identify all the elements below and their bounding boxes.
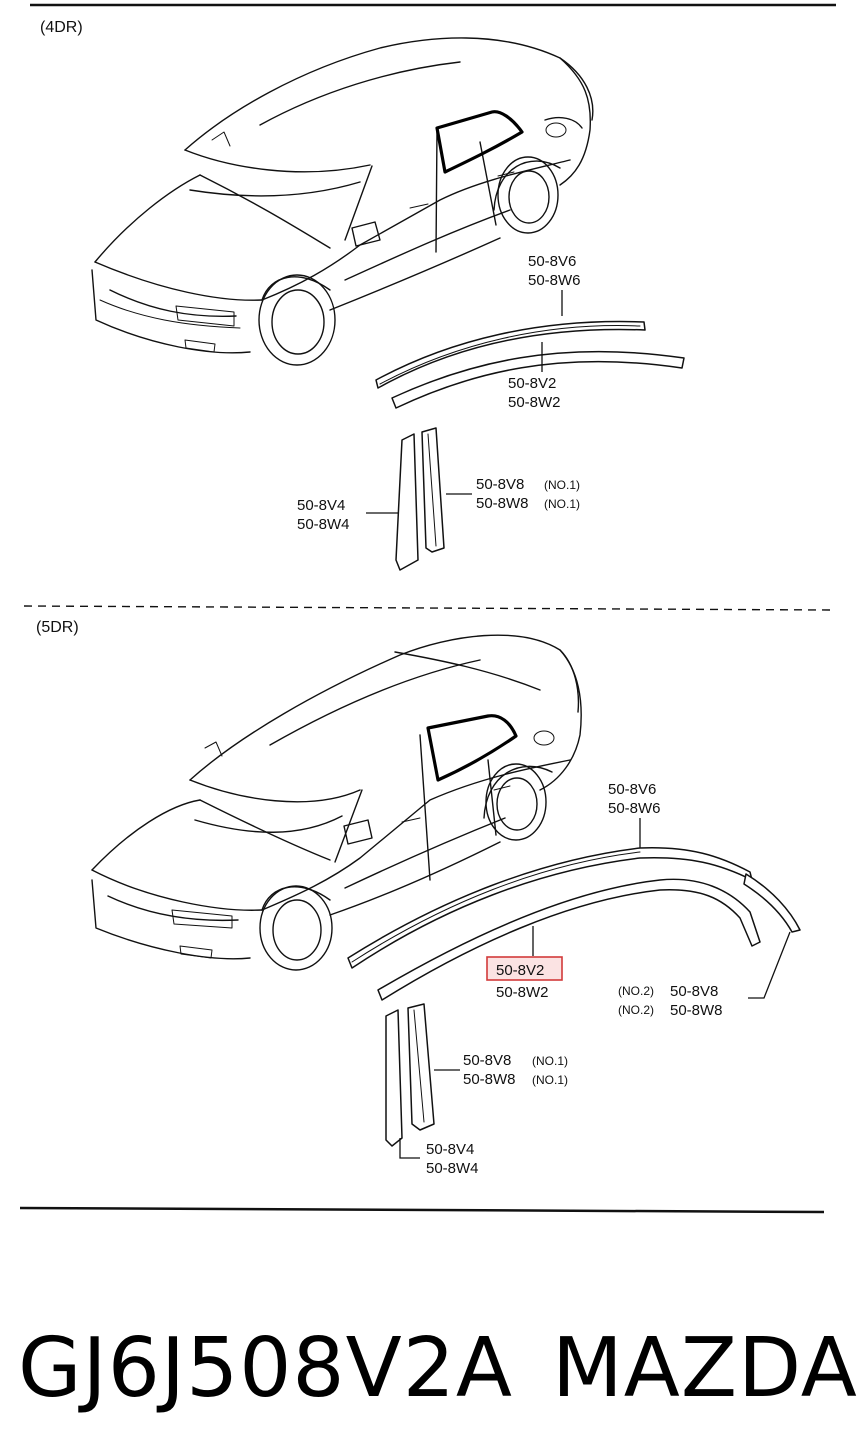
label-4dr-w2: 50-8W2: [508, 394, 561, 411]
label-5dr-no1-a: (NO.1): [532, 1054, 568, 1068]
label-4dr-v8: 50-8V8: [476, 476, 524, 493]
label-4dr-no1-a: (NO.1): [544, 478, 580, 492]
label-5dr-w8-no2: 50-8W8: [670, 1002, 723, 1019]
label-4dr-w8: 50-8W8: [476, 495, 529, 512]
label-5dr-w2: 50-8W2: [496, 984, 549, 1001]
hatchback-illustration: [91, 634, 582, 971]
label-4dr-w4: 50-8W4: [297, 516, 350, 533]
weatherstrip-lower-4dr: [391, 350, 685, 409]
highlight-box-50-8v2: [486, 956, 563, 981]
label-5dr-v8-no2: 50-8V8: [670, 983, 718, 1000]
pillar-garnish-4dr: [395, 427, 445, 571]
section-label-4dr: (4DR): [40, 19, 83, 36]
section-label-5dr: (5DR): [36, 619, 79, 636]
part-number: GJ6J508V2A: [18, 1321, 513, 1416]
label-5dr-v8: 50-8V8: [463, 1052, 511, 1069]
brand-name: MAZDA: [552, 1321, 858, 1416]
label-4dr-no1-b: (NO.1): [544, 497, 580, 511]
weatherstrip-lower-5dr: [377, 878, 761, 1001]
weatherstrip-upper-5dr: [347, 846, 801, 969]
label-5dr-v6: 50-8V6: [608, 781, 656, 798]
sedan-illustration: [91, 37, 594, 366]
pillar-garnish-5dr: [385, 1003, 435, 1147]
label-5dr-w4: 50-8W4: [426, 1160, 479, 1177]
label-5dr-w8: 50-8W8: [463, 1071, 516, 1088]
bottom-rule: [19, 1206, 825, 1214]
label-4dr-v2: 50-8V2: [508, 375, 556, 392]
label-5dr-v2-highlighted: 50-8V2: [496, 962, 544, 979]
label-4dr-v4: 50-8V4: [297, 497, 345, 514]
weatherstrip-upper-4dr: [375, 320, 646, 389]
label-4dr-w6: 50-8W6: [528, 272, 581, 289]
section-divider: [23, 605, 831, 611]
label-5dr-no2-b: (NO.2): [618, 1003, 654, 1017]
label-5dr-w6: 50-8W6: [608, 800, 661, 817]
label-5dr-no2-a: (NO.2): [618, 984, 654, 998]
label-5dr-v4: 50-8V4: [426, 1141, 474, 1158]
label-5dr-no1-b: (NO.1): [532, 1073, 568, 1087]
label-4dr-v6: 50-8V6: [528, 253, 576, 270]
